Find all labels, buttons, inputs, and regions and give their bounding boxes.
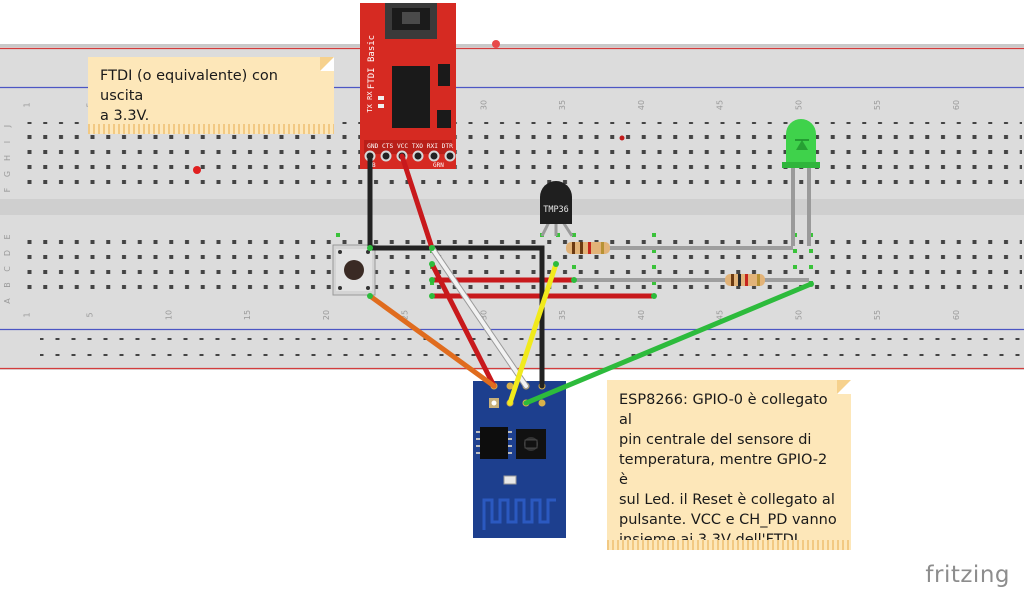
rail-holes-bottom-2 xyxy=(40,354,1020,358)
ftdi-note-line: a 3.3V. xyxy=(100,108,150,124)
marker-dot xyxy=(492,40,500,48)
column-number: 45 xyxy=(716,100,725,110)
wire-red-vcc xyxy=(399,153,435,251)
esp8266-module xyxy=(473,381,566,538)
column-number: 1 xyxy=(23,102,32,107)
marker-dot xyxy=(193,166,201,174)
ftdi-note: FTDI (o equivalente) con uscita a 3.3V. xyxy=(88,57,334,134)
column-number: 5 xyxy=(86,312,95,317)
temperature-sensor: TMP36 xyxy=(540,181,574,237)
wire-end xyxy=(571,277,577,283)
row-letter: I xyxy=(3,141,12,143)
row-letter: J xyxy=(3,125,12,128)
wire-end xyxy=(808,281,814,287)
column-number: 40 xyxy=(637,100,646,110)
rail-holes-top-1 xyxy=(40,57,1020,61)
breadboard-center-channel xyxy=(0,199,1024,215)
ftdi-board: FTDI Basic TX RX GND CTS VCC TXO RXI DTR… xyxy=(360,3,456,169)
wire-end xyxy=(429,277,435,283)
row-letters-left: J I H G F E D C B A xyxy=(3,125,12,304)
column-number: 45 xyxy=(716,310,725,320)
pushbutton xyxy=(332,244,376,296)
column-number: 35 xyxy=(558,310,567,320)
column-number: 60 xyxy=(952,100,961,110)
esp-note-line: pulsante. VCC e CH_PD vanno xyxy=(619,512,837,528)
ftdi-leds-label: TX RX xyxy=(366,91,374,113)
row-letter: F xyxy=(3,187,12,192)
marker-dot xyxy=(619,135,625,141)
wire-end xyxy=(553,261,559,267)
fritzing-logo: fritzing xyxy=(925,562,1010,588)
wire-end xyxy=(429,245,435,251)
sensor-label: TMP36 xyxy=(543,205,569,215)
column-number: 55 xyxy=(873,310,882,320)
esp8266-note: ESP8266: GPIO-0 è collegato al pin centr… xyxy=(607,380,851,550)
column-number: 20 xyxy=(322,310,331,320)
ftdi-right-mark: GRN xyxy=(433,162,444,169)
esp-note-line: ESP8266: GPIO-0 è collegato al xyxy=(619,392,828,428)
row-letter: G xyxy=(3,171,12,177)
column-number: 35 xyxy=(558,100,567,110)
column-number: 30 xyxy=(479,100,488,110)
esp-note-line: sul Led. il Reset è collegato al xyxy=(619,492,835,508)
wire-end xyxy=(367,245,373,251)
wire-green-gpio2 xyxy=(523,281,814,406)
wire-yellow-gpio0 xyxy=(507,261,559,406)
note-footer xyxy=(607,540,851,550)
wire-end xyxy=(367,293,373,299)
terminal-holes-bottom xyxy=(22,233,1022,297)
row-letter: A xyxy=(3,298,12,304)
row-letter: H xyxy=(3,155,12,161)
resistor-2 xyxy=(725,274,765,286)
column-number: 40 xyxy=(637,310,646,320)
ftdi-left-mark: B xyxy=(372,162,376,169)
column-number: 10 xyxy=(164,310,173,320)
esp-note-line: temperatura, mentre GPIO-2 è xyxy=(619,452,828,488)
wire-black-gnd xyxy=(367,153,545,389)
column-number: 55 xyxy=(873,100,882,110)
wire-end xyxy=(429,261,435,267)
resistor-1 xyxy=(566,242,610,254)
row-letter: B xyxy=(3,282,12,288)
esp-note-line: pin centrale del sensore di xyxy=(619,432,812,448)
column-number: 25 xyxy=(401,310,410,320)
column-number: 1 xyxy=(23,312,32,317)
column-number: 30 xyxy=(479,310,488,320)
row-letter: C xyxy=(3,266,12,272)
led xyxy=(782,119,820,168)
wire-orange-reset xyxy=(367,293,497,389)
wire-end xyxy=(651,293,657,299)
column-number: 60 xyxy=(952,310,961,320)
breadboard-edge xyxy=(0,44,1024,47)
column-number: 15 xyxy=(243,310,252,320)
row-letter: E xyxy=(3,234,12,239)
ftdi-note-line: FTDI (o equivalente) con uscita xyxy=(100,68,278,104)
wire-end xyxy=(429,293,435,299)
note-footer xyxy=(88,124,334,134)
rail-holes-top-2 xyxy=(40,73,1020,77)
wire-white xyxy=(430,246,528,388)
wire-red-vcc xyxy=(429,261,497,389)
column-number: 50 xyxy=(794,100,803,110)
row-letter: D xyxy=(3,250,12,256)
column-number: 50 xyxy=(794,310,803,320)
ftdi-title: FTDI Basic xyxy=(367,35,377,89)
ftdi-pin-labels: GND CTS VCC TXO RXI DTR xyxy=(367,143,453,150)
